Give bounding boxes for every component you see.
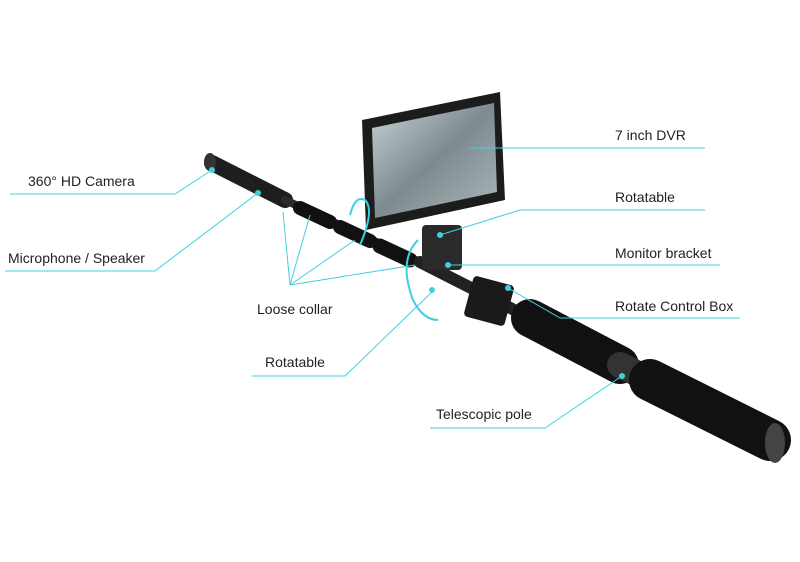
- pole-end-cap: [765, 423, 785, 463]
- label-7-inch-dvr: 7 inch DVR: [615, 127, 686, 143]
- label-rotatable-bottom: Rotatable: [265, 354, 325, 370]
- rotate-arrow-icon: [405, 239, 439, 321]
- label-loose-collar: Loose collar: [257, 301, 333, 317]
- label-rotate-control-box: Rotate Control Box: [615, 298, 734, 314]
- label-microphone-speaker: Microphone / Speaker: [8, 250, 145, 266]
- camera-head: [204, 153, 216, 171]
- monitor: [362, 92, 505, 230]
- rotate-arrow-icon: [349, 198, 370, 246]
- label-hd-camera: 360° HD Camera: [28, 173, 135, 189]
- label-rotatable-top: Rotatable: [615, 189, 675, 205]
- callout-dots: [209, 167, 625, 379]
- monitor-bracket: [422, 225, 462, 270]
- control-box: [464, 276, 514, 326]
- leader-lines: [5, 147, 740, 429]
- label-monitor-bracket: Monitor bracket: [615, 245, 712, 261]
- label-telescopic-pole: Telescopic pole: [436, 406, 532, 422]
